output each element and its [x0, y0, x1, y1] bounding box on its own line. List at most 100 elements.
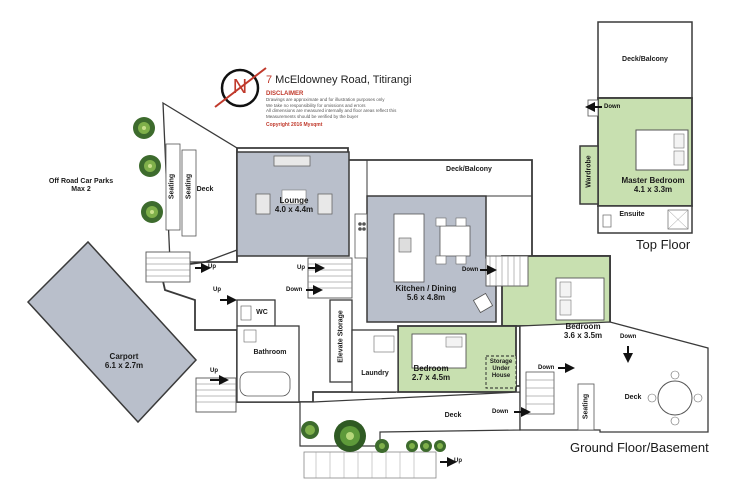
kitchen-sink — [398, 237, 412, 253]
disclaimer-line: All dimensions are measured internally a… — [266, 108, 397, 114]
lounge-sofa — [273, 155, 311, 167]
room-label-master-bedroom: Master Bedroom 4.1 x 3.3m — [608, 176, 698, 194]
deck-balcony-main — [366, 159, 533, 197]
deck-label-right: Deck — [624, 394, 642, 401]
disclaimer-line: Measurements should be verified by the b… — [266, 113, 359, 119]
seating-label: Seating — [582, 393, 590, 420]
kitchen-bench — [354, 213, 368, 259]
address-number: 7 — [266, 74, 273, 86]
seating-bench-left — [181, 149, 197, 237]
plant-icon — [141, 201, 163, 223]
outdoor-chair — [693, 393, 703, 403]
down-label: Down — [620, 334, 637, 340]
off-road-line: Max 2 — [71, 186, 91, 194]
direction-arrows — [195, 102, 633, 467]
wardrobe-area — [579, 145, 599, 205]
left-steps — [145, 251, 191, 283]
room-label-bedroom-bottom: Bedroom 2.7 x 4.5m — [396, 364, 466, 382]
down-label: Down — [538, 365, 555, 371]
deck-balcony-label-main: Deck/Balcony — [446, 166, 492, 173]
master-bed-pillow — [673, 150, 685, 166]
left-deck-area — [162, 101, 238, 263]
bedroom-right-stair — [485, 255, 529, 287]
room-label-elevate-storage: Elevate Storage — [337, 310, 345, 363]
outdoor-chair — [670, 416, 680, 426]
plant-icon — [420, 440, 432, 452]
room-label-ensuite: Ensuite — [619, 211, 645, 218]
bottom-seat-steps — [303, 451, 437, 479]
ground-floor-title: Ground Floor/Basement — [570, 440, 709, 455]
plant-icon — [406, 440, 418, 452]
lower-right-steps — [525, 371, 555, 415]
up-label: Up — [213, 287, 221, 293]
dining-chair — [455, 255, 467, 265]
room-dimensions: 4.0 x 4.4m — [274, 205, 314, 215]
up-label: Up — [208, 264, 216, 270]
room-label-bathroom: Bathroom — [253, 349, 287, 356]
lounge-coffee-table — [281, 189, 307, 205]
bathroom-bath — [239, 371, 291, 397]
lounge-armchair — [317, 193, 333, 215]
bedroom-right-pillow — [559, 281, 572, 298]
bottom-left-steps — [195, 377, 237, 413]
compass-icon — [214, 67, 267, 108]
storage-line: Under — [492, 365, 510, 372]
room-label-lounge: Lounge 4.0 x 4.4m — [254, 196, 334, 214]
hob-burner — [362, 222, 366, 226]
ground-floor-plan — [26, 101, 709, 479]
room-label-kitchen-dining: Kitchen / Dining 5.6 x 4.8m — [376, 284, 476, 302]
down-label: Down — [462, 267, 479, 273]
off-road-line: Off Road Car Parks — [48, 178, 114, 185]
off-road-parking-label: Off Road Car Parks Max 2 — [36, 178, 126, 194]
desk-chair — [472, 292, 494, 314]
disclaimer-title: DISCLAIMER — [266, 91, 304, 97]
down-label: Down — [286, 287, 303, 293]
lounge-armchair — [255, 193, 271, 215]
plant-icon — [301, 421, 319, 439]
disclaimer-line: Drawings are approximate and for illustr… — [266, 97, 385, 102]
room-label-wc: WC — [256, 309, 268, 316]
disclaimer-block: 7 McEldowney Road, Titirangi DISCLAIMER … — [266, 74, 426, 128]
room-label-wardrobe: Wardrobe — [585, 155, 593, 188]
room-label-storage-under-house: Storage Under House — [486, 359, 516, 380]
bottom-deck-area — [299, 391, 521, 447]
deck-label-left: Deck — [196, 186, 214, 193]
room-dimensions: 5.6 x 4.8m — [406, 293, 446, 303]
outdoor-chair — [647, 393, 657, 403]
property-address: 7 McEldowney Road, Titirangi — [266, 74, 426, 86]
room-name: Carport — [109, 352, 139, 361]
dining-chair — [435, 255, 447, 265]
seating-label: Seating — [168, 173, 176, 200]
up-label: Up — [297, 265, 305, 271]
up-label: Up — [210, 368, 218, 374]
outdoor-chair — [670, 370, 680, 380]
room-name: Kitchen / Dining — [395, 284, 457, 293]
top-deck-balcony — [597, 21, 693, 99]
room-dimensions: 6.1 x 2.7m — [104, 361, 144, 371]
plant-icon — [375, 439, 389, 453]
master-bed-pillow — [673, 133, 685, 149]
hob-burner — [358, 222, 362, 226]
laundry-machine — [373, 335, 395, 353]
down-label: Down — [492, 409, 509, 415]
room-name: Lounge — [279, 196, 309, 205]
bedroom-right-pillow — [559, 299, 572, 316]
plants — [133, 117, 446, 453]
dining-table — [439, 225, 471, 257]
seating-bench-left — [165, 143, 181, 231]
dining-chair — [455, 217, 467, 227]
plant-icon — [133, 117, 155, 139]
seating-bench-right — [577, 383, 595, 431]
room-label-laundry: Laundry — [361, 370, 389, 377]
room-dimensions: 3.6 x 3.5m — [563, 331, 603, 341]
compass-letter: N — [232, 76, 248, 98]
hob-burner — [358, 227, 362, 231]
storage-line: Storage — [489, 359, 513, 365]
plant-icon — [139, 155, 161, 177]
address-street: McEldowney Road, Titirangi — [272, 74, 412, 86]
room-label-carport: Carport 6.1 x 2.7m — [84, 352, 164, 370]
carport-area — [26, 240, 198, 424]
room-name: Master Bedroom — [621, 176, 685, 185]
outdoor-table — [657, 380, 693, 416]
